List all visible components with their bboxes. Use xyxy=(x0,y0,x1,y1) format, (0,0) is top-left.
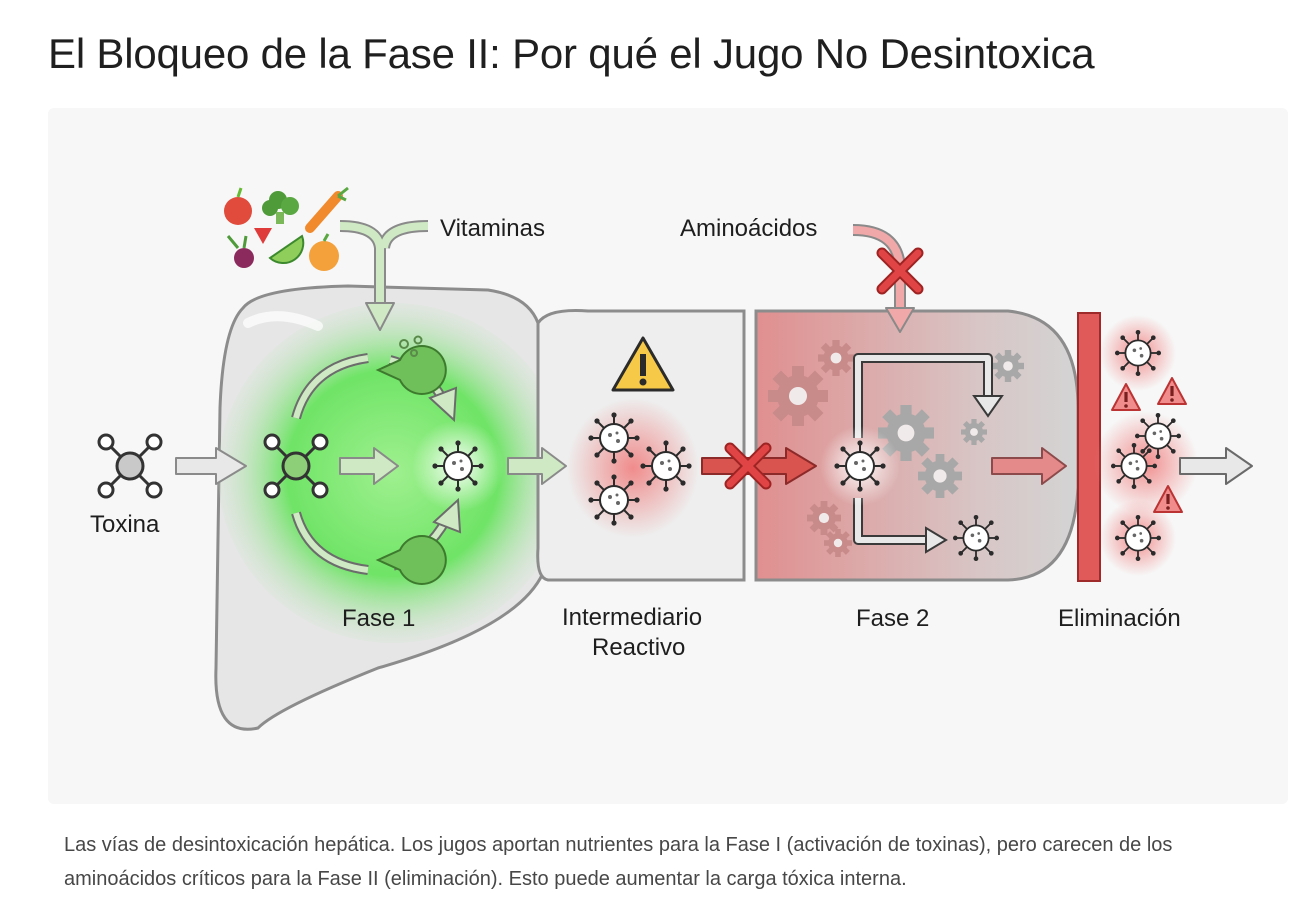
diagram-figure: Vitaminas Aminoácidos Toxina xyxy=(48,108,1288,804)
enzyme-icon xyxy=(375,345,447,395)
produce-cluster xyxy=(224,186,349,271)
eliminacion-label: Eliminación xyxy=(1058,605,1181,632)
reactive-intermediate-virus-icon xyxy=(639,439,693,493)
phase2-virus-icon xyxy=(952,514,1000,562)
vitaminas-arrow xyxy=(339,220,429,331)
phase2-virus-icon xyxy=(833,439,887,493)
toxina-label: Toxina xyxy=(90,511,160,538)
gear-icon xyxy=(824,529,852,557)
blocked-x-icon xyxy=(724,442,772,490)
gear-icon xyxy=(818,340,854,376)
carrot-icon xyxy=(305,186,349,233)
aminoacidos-label: Aminoácidos xyxy=(680,215,817,242)
lime-icon xyxy=(268,234,305,265)
arrow-icon xyxy=(991,447,1067,485)
phase1-molecule-icon xyxy=(263,433,329,499)
fase1-label: Fase 1 xyxy=(342,605,415,632)
arrow-icon xyxy=(1179,447,1253,485)
blocked-arrow-icon xyxy=(701,447,817,485)
blocked-x-icon xyxy=(876,247,924,295)
eliminated-virus-icon xyxy=(1134,412,1182,460)
reactive-intermediate-virus-icon xyxy=(587,473,641,527)
gear-icon xyxy=(918,454,962,498)
vitaminas-label: Vitaminas xyxy=(440,215,545,242)
activated-toxin-virus-icon xyxy=(431,439,485,493)
orange-icon xyxy=(309,233,339,271)
gear-icon xyxy=(992,350,1024,382)
phase2-flow-arrows xyxy=(853,353,1004,554)
gear-icon xyxy=(768,366,828,426)
intermediario-label-line2: Reactivo xyxy=(592,634,685,661)
toxin-molecule-icon xyxy=(97,433,163,499)
eliminated-virus-icon xyxy=(1114,514,1162,562)
eliminated-virus-icon xyxy=(1110,442,1158,490)
reactive-intermediate-virus-icon xyxy=(587,411,641,465)
warning-icon xyxy=(611,336,675,392)
broccoli-icon xyxy=(262,191,299,224)
apple-icon xyxy=(224,187,252,225)
strawberry-icon xyxy=(254,228,272,244)
beet-icon xyxy=(226,235,254,268)
fase2-label: Fase 2 xyxy=(856,605,929,632)
gear-icon xyxy=(961,419,987,445)
page-title: El Bloqueo de la Fase II: Por qué el Jug… xyxy=(48,30,1095,77)
enzyme-icon xyxy=(375,535,447,585)
figure-caption: Las vías de desintoxicación hepática. Lo… xyxy=(64,834,1173,890)
vitamin-bubbles xyxy=(399,335,423,357)
eliminated-virus-icon xyxy=(1114,329,1162,377)
arrow-icon xyxy=(175,447,247,485)
intermediario-label-line1: Intermediario xyxy=(562,604,702,631)
detox-pathway-diagram: Vitaminas Aminoácidos Toxina xyxy=(90,186,1253,731)
